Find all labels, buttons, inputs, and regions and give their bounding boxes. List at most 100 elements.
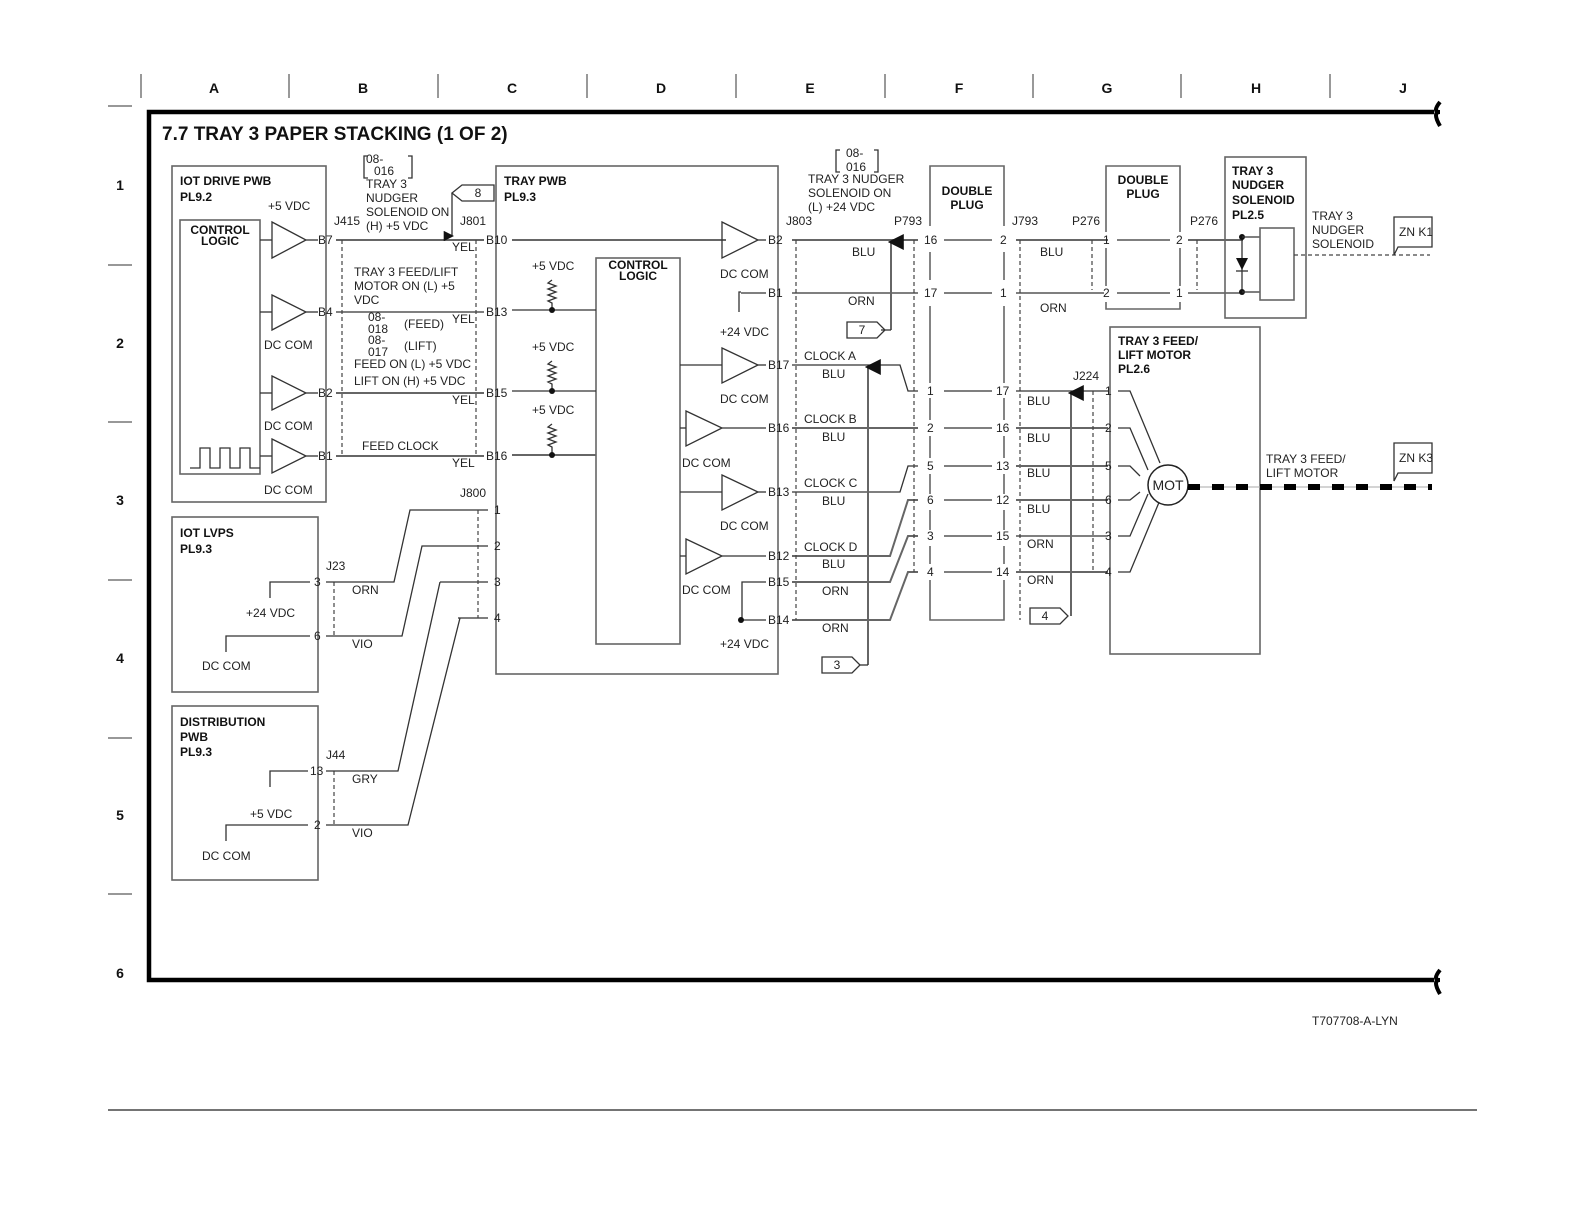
harness-j415-j801: 08- 016 TRAY 3 NUDGER SOLENOID ON (H) +5… xyxy=(336,152,495,470)
harness-j803-p793: 08- 016 TRAY 3 NUDGER SOLENOID ON (L) +2… xyxy=(792,146,922,674)
board-name: PWB xyxy=(180,730,208,744)
harness-j793-j224: P276 BLU ORN J224 BLU BLU BLU BLU ORN OR… xyxy=(1016,214,1108,625)
row-label: 6 xyxy=(116,965,124,981)
column-ruler: A B C D E F G H J xyxy=(140,74,1407,98)
pin-label: B4 xyxy=(318,305,333,319)
wire-color: ORN xyxy=(1027,537,1054,551)
iot-lvps: IOT LVPS PL9.3 J23 3 6 +24 VDC DC COM OR… xyxy=(171,509,488,693)
flag-label: 8 xyxy=(475,186,482,200)
column-label: F xyxy=(955,80,964,96)
zone-tag-k1 xyxy=(1393,216,1433,256)
pin-label: 3 xyxy=(314,575,321,589)
iot-drive-pwb: IOT DRIVE PWB PL9.2 CONTROL LOGIC +5 VDC… xyxy=(171,165,360,503)
column-label: H xyxy=(1251,80,1261,96)
connector-label: J793 xyxy=(1012,214,1038,228)
tray-pwb: TRAY PWB PL9.3 B10 B13 B15 B16 CONTROL L… xyxy=(460,165,812,675)
pin-label: 2 xyxy=(927,421,934,435)
pin-label: 1 xyxy=(1000,286,1007,300)
dc-com-label: DC COM xyxy=(264,419,313,433)
pin-label: 4 xyxy=(1105,565,1112,579)
signal-label: VDC xyxy=(354,293,380,307)
flag-label: 7 xyxy=(859,323,866,337)
pin-label: 1 xyxy=(1176,286,1183,300)
pin-label: 6 xyxy=(1105,493,1112,507)
wire-color: BLU xyxy=(822,430,845,444)
dc-com-label: DC COM xyxy=(720,519,769,533)
pin-label: 2 xyxy=(1105,421,1112,435)
signal-label: SOLENOID ON xyxy=(366,205,449,219)
figure-id: T707708-A-LYN xyxy=(1312,1014,1398,1028)
control-logic-label: LOGIC xyxy=(201,234,239,248)
pin-label: B12 xyxy=(768,549,790,563)
column-label: B xyxy=(358,80,368,96)
dc-com-label: DC COM xyxy=(682,456,731,470)
row-label: 2 xyxy=(116,335,124,351)
flag-label: 3 xyxy=(834,658,841,672)
column-label: D xyxy=(656,80,666,96)
pin-label: B17 xyxy=(768,358,790,372)
flag-8 xyxy=(450,184,495,202)
wire-color: BLU xyxy=(852,245,875,259)
column-label: J xyxy=(1399,80,1407,96)
plug-name: PLUG xyxy=(1126,187,1159,201)
wire-color: ORN xyxy=(1027,573,1054,587)
wire-color: ORN xyxy=(822,584,849,598)
wire-color: BLU xyxy=(1027,394,1050,408)
nudger-solenoid: TRAY 3 NUDGER SOLENOID PL2.5 TRAY 3 NUDG… xyxy=(1224,156,1433,319)
dc-com-label: DC COM xyxy=(264,338,313,352)
board-pl: PL9.2 xyxy=(180,190,212,204)
column-label: A xyxy=(209,80,219,96)
dc-com-label: DC COM xyxy=(682,583,731,597)
plug-name: PLUG xyxy=(950,198,983,212)
connector-label: P793 xyxy=(894,214,922,228)
vcc-label: +24 VDC xyxy=(720,325,769,339)
pin-label: 3 xyxy=(494,575,501,589)
flag-3 xyxy=(821,656,861,674)
dc-com-label: DC COM xyxy=(202,659,251,673)
ref-code: 017 xyxy=(368,345,388,359)
flag-7 xyxy=(846,321,886,339)
pin-label: 5 xyxy=(1105,459,1112,473)
signal-label: CLOCK D xyxy=(804,540,858,554)
signal-label: LIFT ON (H) +5 VDC xyxy=(354,374,466,388)
row-label: 4 xyxy=(116,650,124,666)
control-logic-label: LOGIC xyxy=(619,269,657,283)
plug-name: DOUBLE xyxy=(942,184,993,198)
column-label: E xyxy=(805,80,814,96)
vcc-label: +5 VDC xyxy=(532,403,575,417)
pin-label: 17 xyxy=(924,286,938,300)
diode-icon xyxy=(1236,258,1248,270)
pin-label: 13 xyxy=(996,459,1010,473)
pin-label: 3 xyxy=(1105,529,1112,543)
signal-label: TRAY 3 FEED/LIFT xyxy=(354,265,459,279)
pin-label: B15 xyxy=(768,575,790,589)
board-pl: PL9.3 xyxy=(504,190,536,204)
pin-label: 2 xyxy=(1000,233,1007,247)
board-name: DISTRIBUTION xyxy=(180,715,265,729)
row-label: 5 xyxy=(116,807,124,823)
dc-com-label: DC COM xyxy=(720,267,769,281)
pin-label: 1 xyxy=(1105,384,1112,398)
pin-label: 1 xyxy=(494,503,501,517)
pin-label: B2 xyxy=(318,386,333,400)
pin-label: B1 xyxy=(768,286,783,300)
wire-color: YEL xyxy=(452,240,475,254)
page-frame xyxy=(146,100,1442,995)
pin-label: 1 xyxy=(927,384,934,398)
pin-label: B13 xyxy=(486,305,508,319)
pullup-resistors xyxy=(546,279,558,458)
pin-label: 4 xyxy=(494,611,501,625)
pin-label: B14 xyxy=(768,613,790,627)
wire-color: VIO xyxy=(352,637,373,651)
column-label: C xyxy=(507,80,517,96)
connector-label: P276 xyxy=(1072,214,1100,228)
wire-color: ORN xyxy=(848,294,875,308)
double-plug-1: DOUBLE PLUG 16 17 1 2 5 6 3 4 2 1 17 16 … xyxy=(924,165,1038,621)
feed-lift-motor: TRAY 3 FEED/ LIFT MOTOR PL2.6 1 2 5 6 3 … xyxy=(1105,326,1433,655)
signal-label: (L) +24 VDC xyxy=(808,200,875,214)
pin-label: B2 xyxy=(768,233,783,247)
component-name: SOLENOID xyxy=(1232,193,1295,207)
dc-com-label: DC COM xyxy=(202,849,251,863)
wire-color: GRY xyxy=(352,772,378,786)
signal-label: CLOCK B xyxy=(804,412,857,426)
